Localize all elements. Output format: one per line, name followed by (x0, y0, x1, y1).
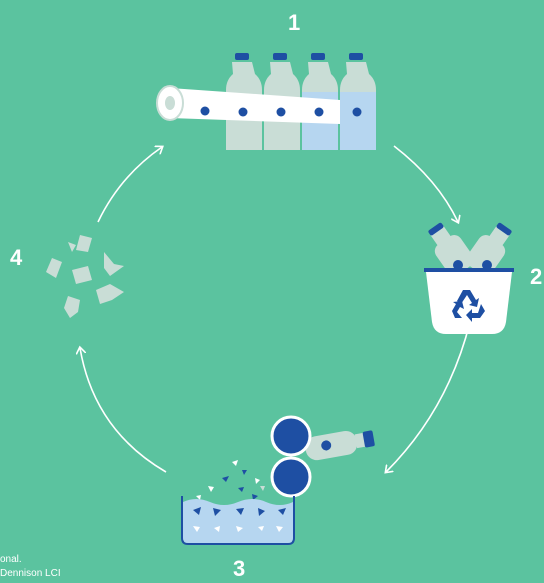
arrow-3-to-4 (80, 348, 167, 473)
step-number-3: 3 (233, 556, 246, 581)
step-number-4: 4 (10, 245, 23, 270)
plastic-flakes-icon (46, 235, 124, 318)
arrow-2-to-3 (386, 321, 471, 472)
recycle-bin-icon (424, 222, 514, 334)
shredder-washtank-icon (181, 415, 375, 545)
arrow-4-to-1 (97, 147, 162, 223)
step-number-2: 2 (530, 264, 543, 289)
arrow-1-to-2 (393, 145, 458, 222)
credit-line-2: Dennison LCI (0, 568, 61, 579)
step-number-1: 1 (288, 10, 301, 35)
credit-line-1: onal. (0, 554, 22, 565)
recycle-symbol-icon (452, 290, 485, 322)
bottles-label-roll-icon (156, 53, 376, 150)
bottle (340, 53, 376, 150)
